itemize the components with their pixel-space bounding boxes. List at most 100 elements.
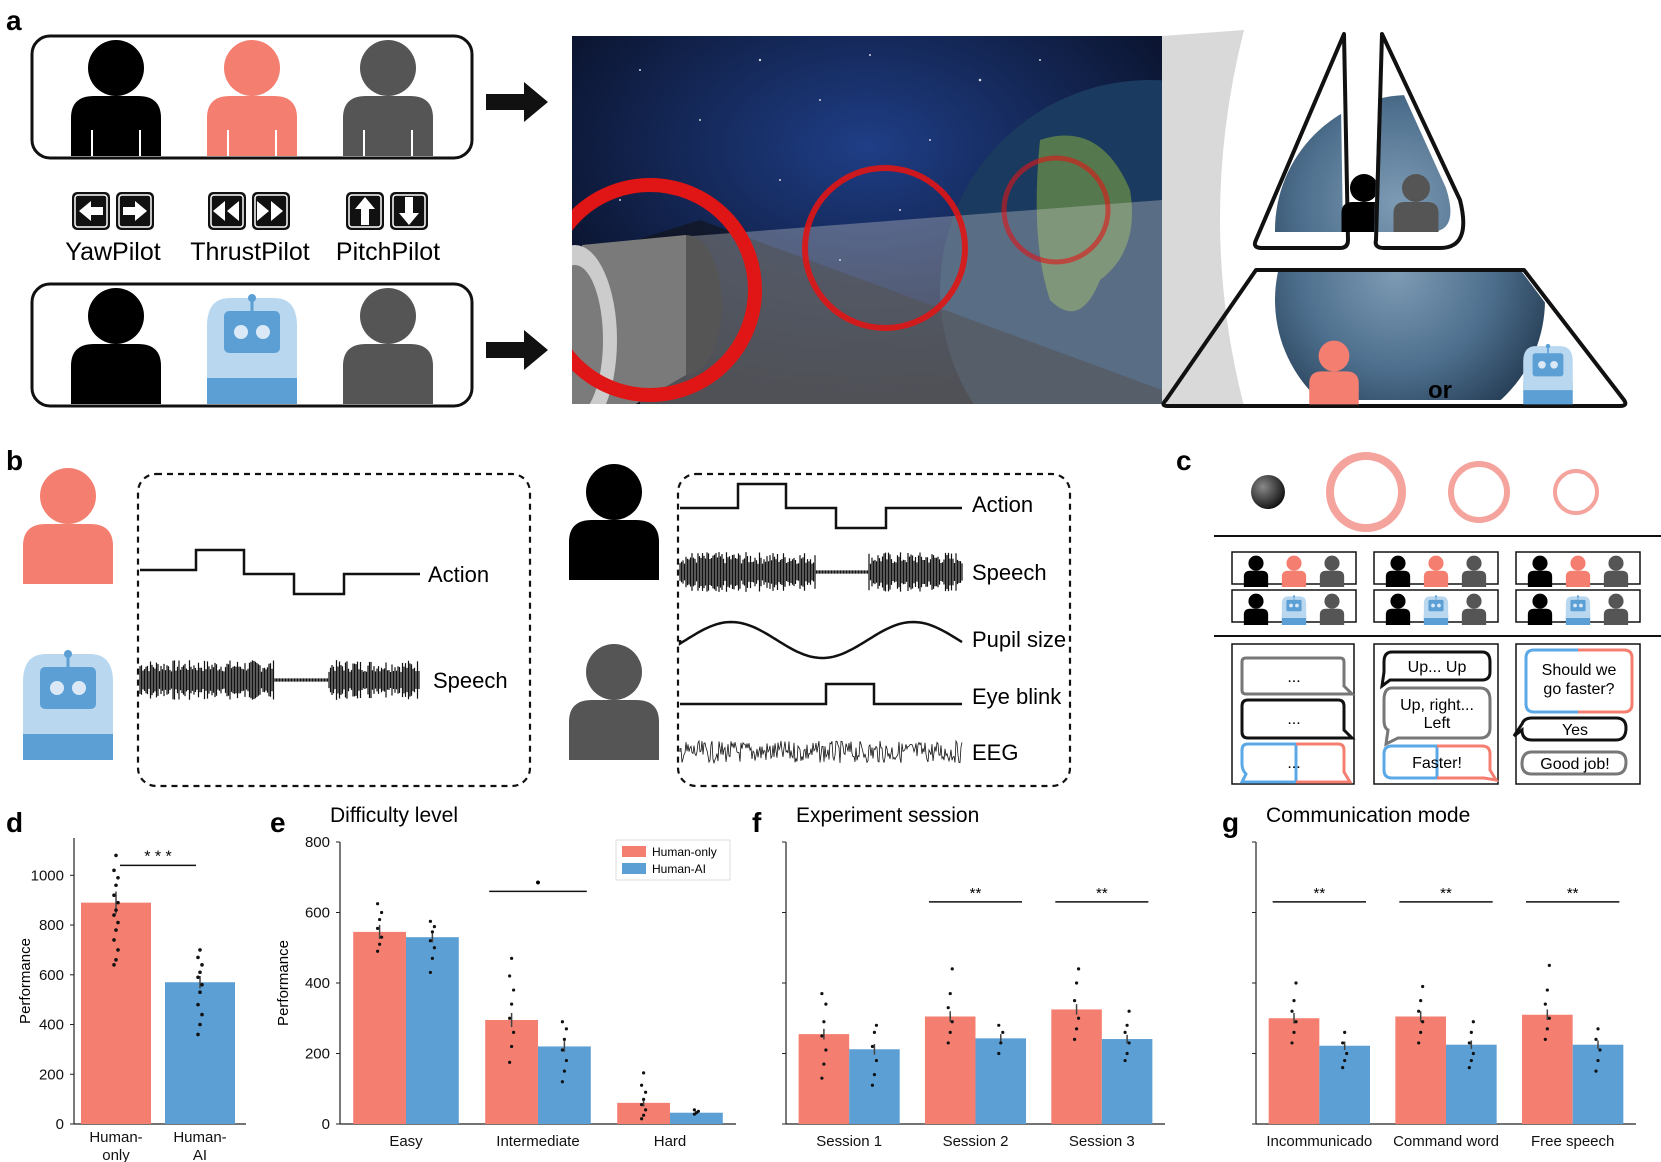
data-point xyxy=(950,1020,954,1024)
mini-human-icon xyxy=(1385,593,1411,625)
data-point xyxy=(1076,967,1081,971)
y-tick-label: 400 xyxy=(39,1017,64,1034)
mini-human-icon xyxy=(1603,593,1629,625)
y-tick-label: 400 xyxy=(305,975,330,992)
mini-human-icon xyxy=(1565,555,1591,587)
data-point xyxy=(1547,1016,1551,1020)
x-tick-label: Session 2 xyxy=(943,1133,1009,1150)
y-tick-label: 800 xyxy=(305,834,330,851)
data-point xyxy=(1543,1037,1547,1041)
data-point xyxy=(640,1103,644,1107)
data-point xyxy=(820,1076,824,1080)
data-point xyxy=(1421,1020,1425,1024)
human-red-icon xyxy=(207,40,297,156)
data-point xyxy=(874,1058,879,1063)
data-point xyxy=(112,893,116,897)
data-point xyxy=(1545,988,1549,992)
y-tick-label: 600 xyxy=(39,967,64,984)
data-point xyxy=(1471,1051,1475,1056)
x-tick-label: Command word xyxy=(1393,1133,1499,1150)
data-point xyxy=(114,908,118,912)
x-tick-label: Human- xyxy=(89,1129,142,1146)
data-point xyxy=(198,1022,202,1027)
y-tick-label: 800 xyxy=(39,917,64,934)
arrow-right-icon xyxy=(486,82,548,122)
data-point xyxy=(1341,1066,1345,1070)
mini-human-icon xyxy=(1319,593,1345,625)
x-tick-label: Session 1 xyxy=(816,1133,882,1150)
bar xyxy=(670,1112,723,1124)
legend-swatch xyxy=(622,863,646,874)
x-tick-label: Hard xyxy=(654,1133,687,1150)
x-tick-label: Incommunicado xyxy=(1266,1133,1372,1150)
data-point xyxy=(692,1108,697,1112)
mini-human-icon xyxy=(1281,555,1307,587)
panel-label-d: d xyxy=(6,807,23,838)
data-point xyxy=(511,988,516,992)
data-point xyxy=(196,1032,200,1037)
x-tick-label: Intermediate xyxy=(496,1133,579,1150)
data-point xyxy=(560,1048,565,1052)
data-point xyxy=(1292,1030,1296,1034)
data-point xyxy=(116,875,120,880)
data-point xyxy=(1290,1009,1294,1013)
data-point xyxy=(1471,1020,1475,1024)
mini-human-icon xyxy=(1527,555,1553,587)
bar xyxy=(1395,1016,1446,1124)
bar xyxy=(485,1020,538,1124)
signal-label-pupil: Pupil size xyxy=(972,627,1066,652)
chart-d: 02004006008001000PerformanceHuman-onlyHu… xyxy=(17,838,246,1162)
y-tick-label: 200 xyxy=(305,1046,330,1063)
x-tick-label: only xyxy=(102,1147,130,1162)
data-point xyxy=(1294,1020,1298,1024)
data-point xyxy=(376,949,380,953)
data-point xyxy=(198,990,202,994)
mini-human-icon xyxy=(1461,593,1487,625)
data-point xyxy=(200,1012,204,1017)
bar xyxy=(1101,1039,1153,1124)
data-point xyxy=(824,1002,828,1006)
signal-label-eeg: EEG xyxy=(972,740,1018,765)
action-trace xyxy=(140,548,420,596)
data-point xyxy=(872,1073,877,1077)
chat-text: ... xyxy=(1287,711,1300,728)
pupil-trace xyxy=(678,620,963,660)
data-point xyxy=(946,1041,950,1045)
data-point xyxy=(642,1097,646,1101)
chart-title: Experiment session xyxy=(796,804,979,827)
data-point xyxy=(432,946,436,950)
data-point xyxy=(200,963,204,967)
signal-box-right xyxy=(676,472,1072,788)
human-black-icon xyxy=(569,464,659,580)
x-tick-label: Session 3 xyxy=(1069,1133,1135,1150)
signal-label-blink: Eye blink xyxy=(972,684,1062,709)
y-tick-label: 1000 xyxy=(31,867,64,884)
mini-human-icon xyxy=(1527,593,1553,625)
team-box-human-only xyxy=(30,34,474,160)
panel-label-a: a xyxy=(6,5,22,36)
data-point xyxy=(820,991,824,996)
mini-robot-icon xyxy=(1565,594,1591,626)
signal-label-action: Action xyxy=(428,562,489,587)
signal-label-action: Action xyxy=(972,492,1033,517)
person-arm-lines xyxy=(91,130,413,156)
player-view-pitch xyxy=(1373,32,1466,250)
chat-text: ... xyxy=(1287,669,1300,686)
mini-team-grid xyxy=(1231,551,1641,626)
data-point xyxy=(1417,1041,1421,1045)
data-point xyxy=(1594,1069,1598,1073)
game-scene-image xyxy=(572,30,1244,406)
data-point xyxy=(562,1069,567,1073)
data-point xyxy=(560,1080,565,1084)
mini-robot-icon xyxy=(1423,594,1449,626)
bar xyxy=(617,1102,670,1124)
data-point xyxy=(378,917,382,922)
data-point xyxy=(1596,1027,1600,1031)
data-point xyxy=(948,1030,952,1034)
signal-label-speech: Speech xyxy=(972,560,1047,585)
data-point xyxy=(376,926,380,930)
data-point xyxy=(1123,1030,1127,1034)
